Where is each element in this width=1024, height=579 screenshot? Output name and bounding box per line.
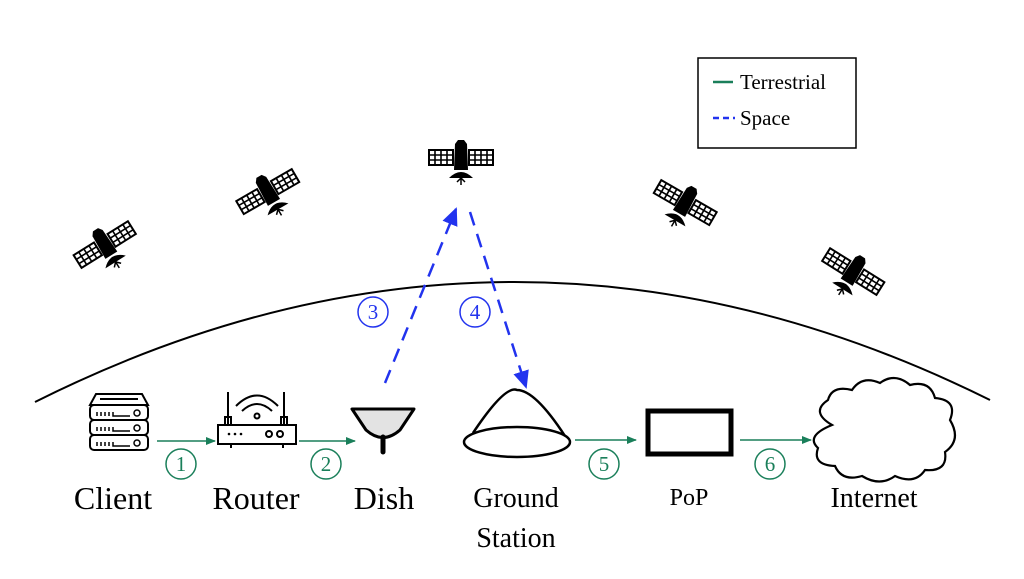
step-1-label: 1 <box>165 448 197 480</box>
legend-space-label: Space <box>740 106 790 130</box>
ground-station-icon <box>462 388 572 459</box>
client-label: Client <box>74 480 152 516</box>
svg-text:1: 1 <box>176 452 187 476</box>
dish-icon <box>350 407 416 455</box>
legend-terrestrial-label: Terrestrial <box>740 70 826 94</box>
ground-station-label-line2: Station <box>476 523 555 554</box>
satellite-icon <box>230 159 311 233</box>
step-6-label: 6 <box>754 448 786 480</box>
step-4-label: 4 <box>459 296 491 328</box>
router-label: Router <box>212 480 299 516</box>
legend: Terrestrial Space <box>697 57 857 149</box>
svg-text:3: 3 <box>368 300 379 324</box>
link-3-arrow <box>383 207 458 384</box>
satellite-icon <box>642 170 723 244</box>
satellite-icon <box>810 238 891 313</box>
satellite-icon <box>428 139 494 186</box>
dish-label: Dish <box>354 480 414 516</box>
svg-text:5: 5 <box>599 452 610 476</box>
link-4-arrow <box>468 211 529 389</box>
earth-horizon-arc <box>34 281 991 403</box>
step-5-label: 5 <box>588 448 620 480</box>
step-3-label: 3 <box>357 296 389 328</box>
pop-label: PoP <box>670 485 709 511</box>
internet-label: Internet <box>830 483 917 514</box>
cloud-icon <box>812 376 957 483</box>
router-icon <box>217 392 297 448</box>
pop-box-icon <box>645 408 734 457</box>
svg-text:6: 6 <box>765 452 776 476</box>
svg-text:4: 4 <box>470 300 481 324</box>
satellite-icon <box>67 211 148 286</box>
server-icon <box>88 393 150 451</box>
ground-station-label-line1: Ground <box>473 483 559 514</box>
svg-text:2: 2 <box>321 452 332 476</box>
step-2-label: 2 <box>310 448 342 480</box>
